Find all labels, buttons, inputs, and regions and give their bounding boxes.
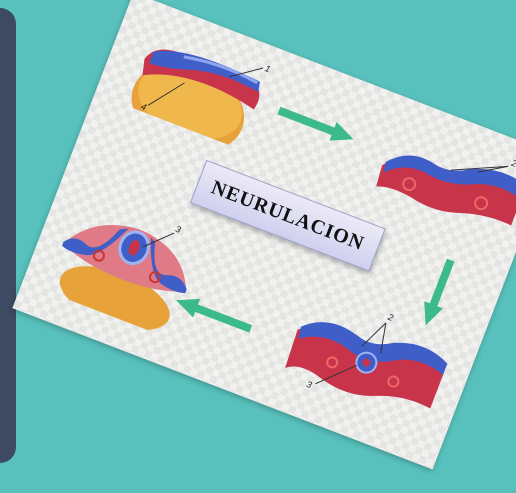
stage-2-label: 2 [510, 158, 516, 169]
stage-2-neural-groove: 2 [362, 117, 516, 259]
arrow-right-top [275, 101, 357, 148]
stage-2-illustration [364, 117, 516, 255]
title-box: NEURULACION [190, 160, 386, 272]
arrow-down-right [416, 256, 460, 329]
diagram-title: NEURULACION [208, 176, 368, 256]
side-panel [0, 8, 16, 463]
stage-1-neural-plate: 1 4 [121, 20, 276, 155]
neurulation-diagram-card: 1 4 2 NEURULACION [12, 0, 516, 469]
stage-1-illustration [123, 20, 277, 151]
stage-4-illustration [41, 186, 211, 339]
stage-4-neural-tube: 3 [39, 186, 211, 344]
